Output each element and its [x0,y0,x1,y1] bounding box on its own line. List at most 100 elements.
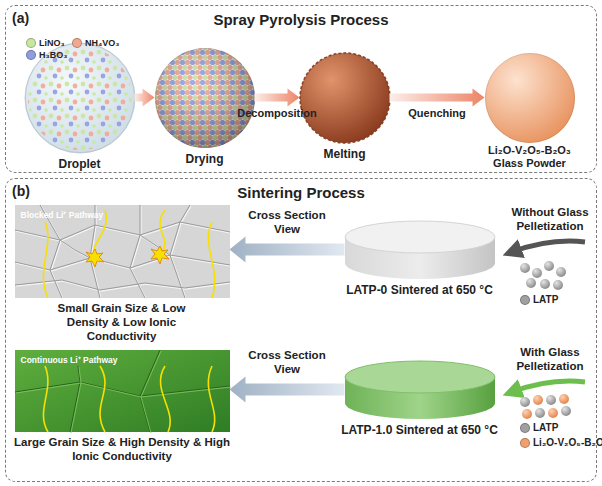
legend-entry: H₃BO₃ [26,50,67,60]
legend-entry: Li₂O-V₂O₅-B₂O₃ [520,437,602,448]
illustration-part [70,366,80,432]
legend-entry: LATP [520,422,558,433]
glass-sphere-illustration [485,53,575,143]
illustration-part [160,366,170,432]
cross-section-caption: Large Grain Size & High Density & High I… [10,435,235,463]
illustration-part [43,222,48,298]
pellet-label: LATP-1.0 Sintered at 650 °C [325,423,515,437]
illustration-part [520,397,530,407]
pathway-note: Blocked Li⁺ Pathway [21,209,104,220]
panel-letter: (b) [12,183,30,199]
process-note: Without Glass Pelletization [505,205,595,233]
stage-outline [485,53,575,143]
illustration-part [559,394,569,404]
stage-outline [155,48,255,148]
illustration-part [15,205,230,298]
illustration-part [526,278,536,288]
illustration-part [546,395,556,405]
droplet-illustration [25,43,135,153]
illustration-part [208,366,214,432]
illustration-part [512,241,585,252]
process-arrow [135,89,155,107]
illustration-part [160,210,165,253]
pellet-shape: LATP-0 Sintered at 650 °C [345,221,495,279]
melting-stage: Melting [300,53,390,143]
illustration-part [522,409,532,419]
illustration-part [100,366,105,432]
cross-section-box: Blocked Li⁺ PathwaySmall Grain Size & Lo… [15,205,230,298]
molten-particle-illustration [300,53,390,143]
legend-entry: NH₄VO₃ [72,38,119,48]
illustration-part [561,406,571,416]
illustration-part [170,205,190,298]
illustration-part [43,366,214,432]
process-arrow [230,377,345,403]
illustration-part [553,280,563,290]
powder-particles [520,261,571,419]
pellet-grey [345,221,495,279]
illustration-part [43,210,214,298]
illustration-part [25,43,135,153]
pellet-label: LATP-0 Sintered at 650 °C [325,283,515,297]
glass-powder-stage: Li₂O-V₂O₅-B₂O₃ Glass Powder [485,53,575,143]
illustration-part [345,361,495,393]
illustration-part [151,246,169,264]
illustration-part [140,350,160,432]
illustration-part [155,48,255,148]
process-arrow [230,237,345,263]
stage-outline [300,53,390,143]
illustration-part [512,381,585,392]
process-arrow [255,89,300,107]
cross-section-caption: Small Grain Size & Low Density & Low Ion… [47,301,197,343]
legend-swatch [26,38,36,48]
illustration-part [544,261,554,271]
illustration-part [485,53,575,143]
legend-text: NH₄VO₃ [85,38,119,48]
stage-outline-ring [300,53,389,142]
cross-section-box: Continuous Li⁺ PathwayLarge Grain Size &… [15,350,230,432]
dense-cross-section [15,350,231,433]
stage-outline-ring [485,53,574,142]
illustration-part [86,249,104,267]
pellet-shape: LATP-1.0 Sintered at 650 °C [345,361,495,419]
panel-title: Spray Pyrolysis Process [6,11,596,28]
pellet-green [345,361,495,419]
illustration-part [71,367,81,433]
arrow-label: Quenching [397,106,477,120]
illustration-part [300,53,390,143]
legend-text: H₃BO₃ [39,50,67,60]
illustration-part [155,48,255,148]
legend-swatch [520,438,530,448]
illustration-part [28,46,132,150]
illustration-part [548,408,558,418]
illustration-part [16,206,231,299]
legend-text: LiNO₃ [39,38,65,48]
porous-cross-section [15,205,231,299]
drying-stage: Drying [155,48,255,148]
arrow-label: Decomposition [232,106,322,120]
legend-swatch [520,423,530,433]
illustration-part [15,255,230,270]
stage-label: Li₂O-V₂O₅-B₂O₃ Glass Powder [477,144,583,170]
arrow-label: Cross Section View [247,348,327,376]
process-note: With Glass Pelletization [505,345,595,373]
legend-swatch [72,38,82,48]
illustration-part [43,366,48,432]
illustration-part [556,267,566,277]
process-panel: (b)Sintering ProcessBlocked Li⁺ PathwayS… [5,178,597,482]
illustration-part [15,205,230,298]
panel-letter: (a) [12,10,29,26]
arrow-label: Cross Section View [247,208,327,236]
process-arrow [390,89,485,107]
illustration-part [171,206,191,299]
process-panel: (a)Spray Pyrolysis ProcessDropletDryingM… [5,5,597,173]
legend-text: Li₂O-V₂O₅-B₂O₃ [533,437,602,448]
illustration-part [141,351,161,433]
legend-swatch [520,295,530,305]
illustration-part [533,395,543,405]
legend-text: LATP [533,422,558,433]
illustration-part [16,351,231,433]
